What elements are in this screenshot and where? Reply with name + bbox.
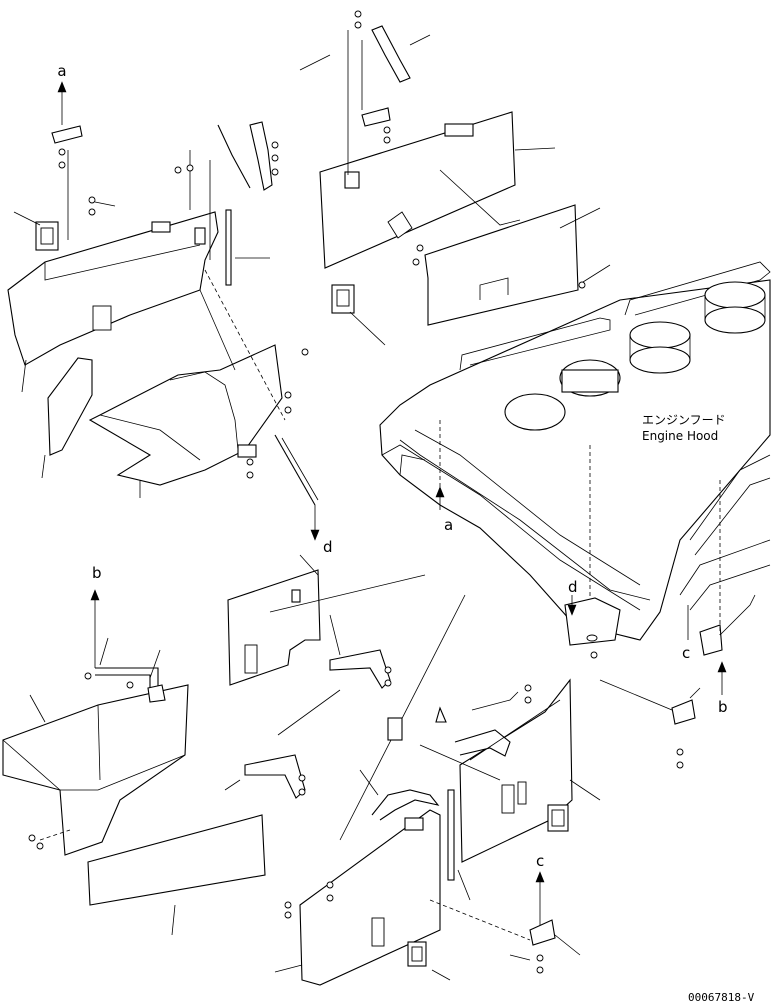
top-cover-assembly bbox=[299, 10, 611, 346]
top-stay-bracket bbox=[371, 25, 411, 83]
long-strut bbox=[274, 434, 316, 506]
reference-letter-c-hood: c bbox=[682, 644, 690, 662]
lower-left-air-guide bbox=[2, 684, 189, 856]
bracket-set-1 bbox=[329, 649, 391, 689]
reference-letter-b: b bbox=[92, 564, 102, 582]
right-side-door-panel bbox=[459, 678, 573, 863]
lower-air-guide bbox=[88, 344, 283, 486]
cover-plate-hinge bbox=[151, 221, 171, 233]
right-lower-door-assembly bbox=[419, 678, 701, 863]
bottom-bracket-c: c bbox=[429, 852, 581, 974]
reference-letter-a: a bbox=[57, 62, 66, 80]
engine-hood-label-jp: エンジンフード bbox=[642, 413, 726, 427]
reference-letter-a-hood: a bbox=[444, 516, 453, 534]
top-cover-hinge bbox=[444, 123, 474, 137]
vertical-seal-strip bbox=[447, 789, 455, 881]
reference-letter-c: c bbox=[536, 852, 544, 870]
exhaust-ring-2 bbox=[704, 281, 766, 334]
support-stay bbox=[217, 124, 251, 189]
center-door-panel bbox=[299, 809, 441, 986]
bracket-b bbox=[147, 684, 166, 703]
reference-letter-d: d bbox=[323, 538, 333, 556]
engine-hood-label-en: Engine Hood bbox=[642, 429, 718, 443]
hood-opening-1 bbox=[504, 393, 566, 431]
exhaust-ring-1 bbox=[629, 321, 691, 374]
reference-letter-b-hood: b bbox=[718, 698, 728, 716]
center-lower-panels bbox=[224, 554, 471, 986]
bracket-a bbox=[51, 125, 83, 144]
bracket-c bbox=[529, 919, 556, 946]
lower-left-insulation bbox=[87, 814, 266, 906]
cover-plate-window bbox=[92, 305, 112, 331]
left-lower-cover-assembly: b bbox=[2, 564, 266, 936]
engine-hood: エンジンフード Engine Hood a d c b bbox=[379, 261, 771, 716]
left-baffle-board bbox=[47, 357, 93, 456]
center-insulation-panel bbox=[227, 569, 321, 686]
reference-letter-d-hood: d bbox=[568, 578, 578, 596]
seal-strip bbox=[225, 209, 232, 286]
drawing-number: 00067818-V bbox=[688, 991, 755, 1004]
bracket-set-2 bbox=[244, 754, 306, 799]
stay-bracket bbox=[249, 121, 273, 191]
top-cover-insulation bbox=[424, 204, 579, 326]
left-upper-cover-assembly: a d bbox=[7, 62, 333, 556]
